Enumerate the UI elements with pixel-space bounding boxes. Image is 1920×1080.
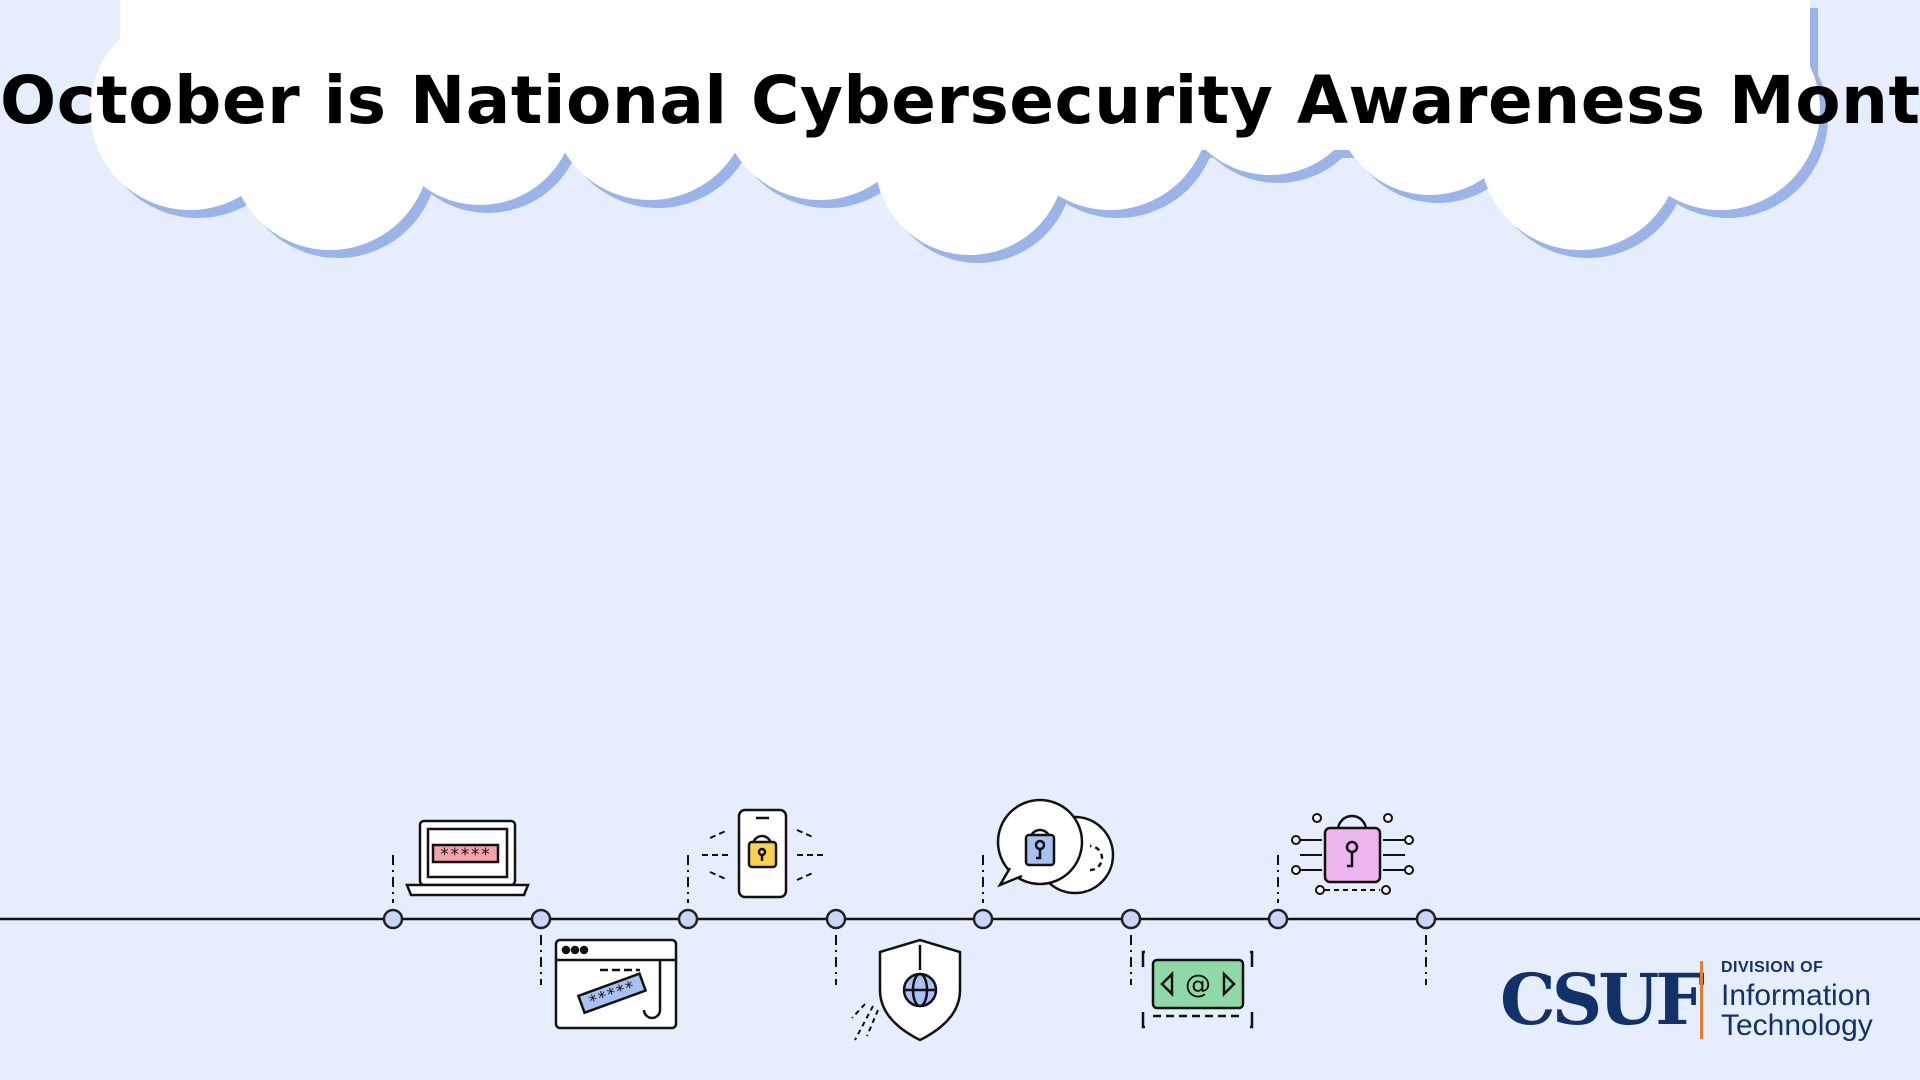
smartphone-lock-icon: [702, 808, 823, 899]
timeline-node: [677, 908, 699, 930]
phishing-password-icon: *****: [554, 938, 678, 1030]
timeline-node: [825, 908, 847, 930]
logo-line-information: Information: [1721, 979, 1872, 1012]
shield-globe-icon: [851, 938, 962, 1042]
logo-line-technology: Technology: [1721, 1009, 1873, 1042]
chat-lock-icon: [996, 798, 1115, 895]
timeline-node: [1120, 908, 1142, 930]
page-title: October is National Cybersecurity Awaren…: [0, 62, 1920, 139]
timeline-node: [1267, 908, 1289, 930]
timeline-node: [1415, 908, 1437, 930]
csuf-wordmark: CSUF: [1500, 958, 1705, 1041]
email-scan-icon: @: [1141, 950, 1254, 1029]
svg-text:@: @: [1185, 970, 1211, 1000]
cloud-banner: [90, 0, 1828, 263]
laptop-password-icon: *****: [405, 819, 530, 897]
timeline-node: [530, 908, 552, 930]
timeline-node: [972, 908, 994, 930]
logo-division-label: DIVISION OF: [1721, 959, 1824, 976]
circuit-lock-icon: [1291, 813, 1414, 895]
laptop-password-mask: *****: [439, 845, 490, 865]
logo-divider: [1700, 961, 1703, 1039]
csuf-it-logo: CSUF DIVISION OF Information Technology: [1500, 955, 1900, 1045]
timeline-node: [382, 908, 404, 930]
